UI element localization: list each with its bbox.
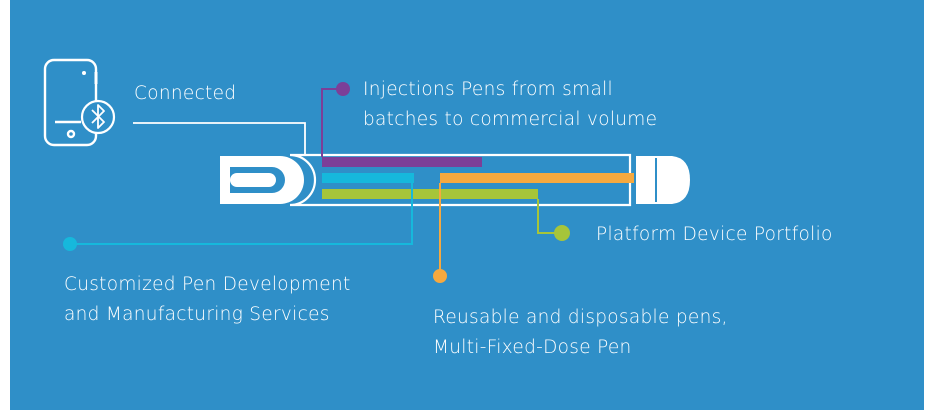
lime-bar xyxy=(322,189,538,199)
injection-pen xyxy=(220,153,690,207)
connected-leader-line xyxy=(133,122,306,155)
purple-leader-line xyxy=(321,88,343,157)
cyan-bar xyxy=(322,173,414,183)
reusable-label-line1: Reusable and disposable pens, xyxy=(433,307,728,328)
purple-bar xyxy=(322,157,482,167)
bluetooth-icon xyxy=(80,99,116,135)
lime-dot xyxy=(554,225,570,241)
platform-label: Platform Device Portfolio xyxy=(596,224,833,245)
connected-label: Connected xyxy=(134,83,237,104)
injection-pens-label-line2: batches to commercial volume xyxy=(363,109,658,130)
custom-label-line1: Customized Pen Development xyxy=(64,274,351,295)
smartphone-icon xyxy=(43,58,98,147)
injection-pens-label-line1: Injections Pens from small xyxy=(363,79,613,100)
orange-dot xyxy=(433,269,447,283)
orange-bar xyxy=(440,173,634,183)
reusable-label-line2: Multi-Fixed-Dose Pen xyxy=(433,337,632,358)
cyan-dot xyxy=(63,237,77,251)
custom-label-line2: and Manufacturing Services xyxy=(64,304,330,325)
pen-tip-right xyxy=(636,156,690,204)
purple-dot xyxy=(336,82,350,96)
pen-barrel xyxy=(289,153,632,207)
pen-cap-slot-inner xyxy=(230,173,276,187)
cyan-leader-line xyxy=(70,183,413,245)
